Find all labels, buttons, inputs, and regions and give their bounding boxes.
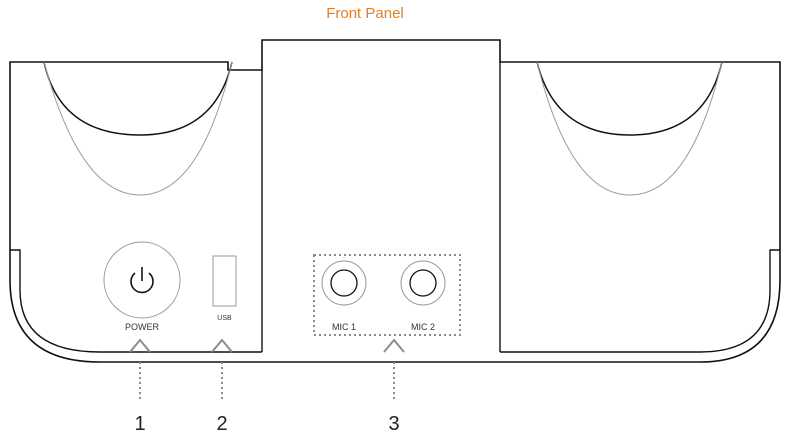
left-cradle-back — [43, 61, 233, 196]
mic-jacks-group-outline — [313, 254, 461, 336]
mic2-jack[interactable] — [400, 260, 446, 306]
left-cradle-front — [43, 61, 233, 136]
arrow-up-icon — [383, 338, 405, 353]
mic2-label: MIC 2 — [411, 322, 435, 332]
usb-label: USB — [217, 315, 232, 322]
arrow-up-icon — [211, 338, 233, 353]
usb-port[interactable] — [212, 255, 237, 307]
device-body-outline — [9, 39, 781, 363]
mic1-jack[interactable] — [321, 260, 367, 306]
callout-3: 3 — [383, 338, 405, 435]
mic1-label: MIC 1 — [332, 322, 356, 332]
diagram-title: Front Panel — [326, 5, 404, 22]
callout-number-1: 1 — [134, 413, 145, 435]
mic-jacks: MIC 1 MIC 2 — [313, 254, 461, 336]
callout-number-2: 2 — [216, 413, 227, 435]
right-cradle-back — [536, 61, 723, 196]
callout-2: 2 — [211, 338, 233, 435]
power-button[interactable] — [103, 241, 181, 319]
arrow-up-icon — [129, 338, 151, 353]
power-label: POWER — [125, 322, 160, 332]
right-cradle-front — [536, 61, 723, 136]
callout-1: 1 — [129, 338, 151, 435]
power-icon — [130, 267, 154, 294]
callout-number-3: 3 — [388, 413, 399, 435]
base-lip-outline — [10, 249, 780, 353]
